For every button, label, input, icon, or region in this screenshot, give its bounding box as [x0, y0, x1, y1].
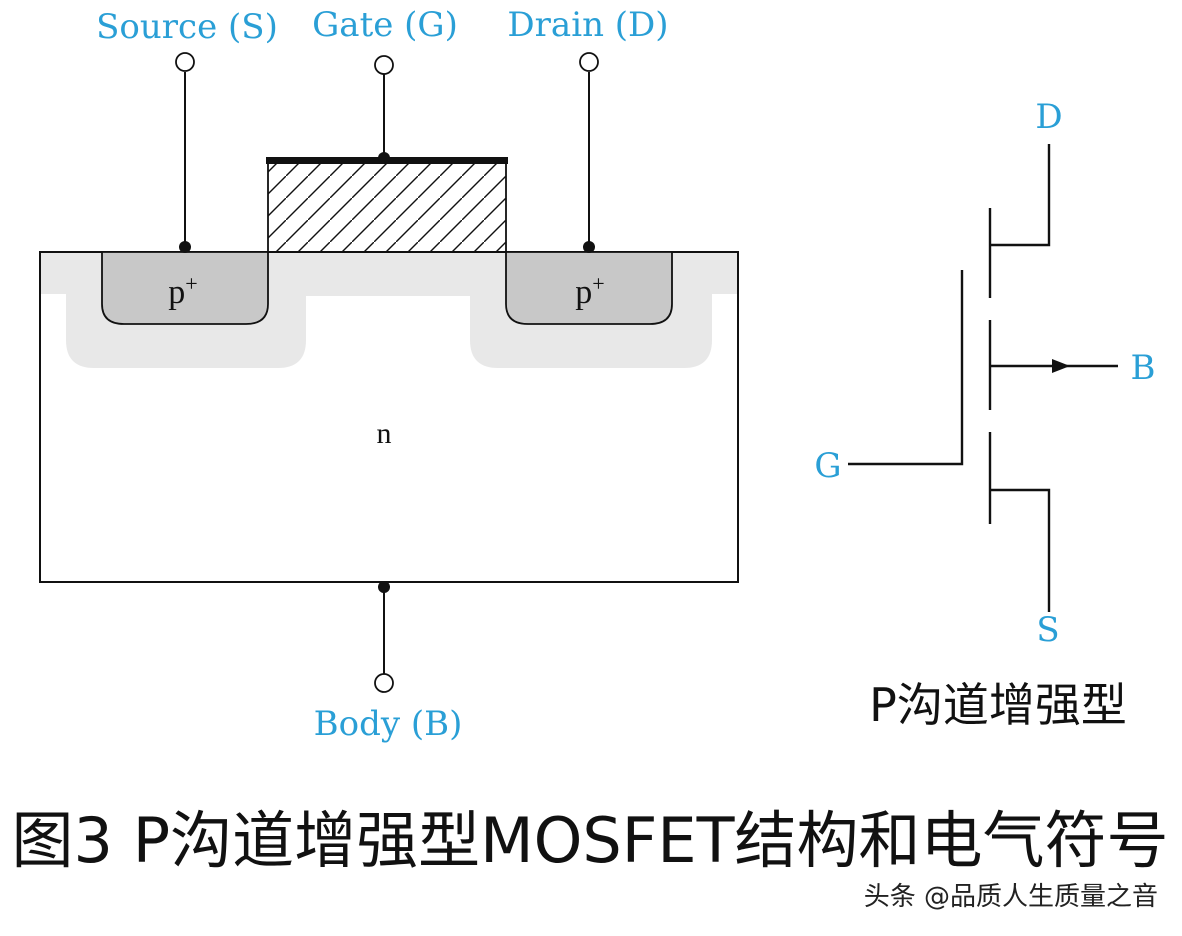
symbol-gate-label: G [814, 446, 841, 486]
source-region-label: p+ [168, 271, 197, 311]
source-label: Source (S) [96, 7, 278, 47]
source-contact-dot [179, 241, 191, 253]
p-plus-drain-region [505, 251, 673, 325]
symbol-gate-lead [848, 270, 964, 466]
drain-terminal [579, 52, 599, 72]
body-terminal [374, 673, 394, 693]
gate-contact-dot [378, 152, 390, 164]
symbol-body-arrow-icon [1052, 359, 1070, 373]
symbol-source-label: S [1036, 610, 1059, 650]
symbol-source-lead [990, 488, 1051, 612]
substrate-label: n [377, 417, 392, 450]
source-terminal [175, 52, 195, 72]
figure-caption: 图3 P沟道增强型MOSFET结构和电气符号 [12, 804, 1169, 877]
mosfet-cross-section: Source (S) Gate (G) Drain (D) Body (B) p… [39, 5, 739, 744]
symbol-body-label: B [1131, 348, 1156, 388]
pmos-symbol [848, 144, 1118, 612]
symbol-drain-lead [990, 144, 1051, 247]
drain-region-label: p+ [575, 271, 604, 311]
gate-oxide [267, 161, 507, 253]
p-plus-source-region [101, 251, 269, 325]
watermark: 头条 @品质人生质量之音 [864, 882, 1158, 912]
drain-contact-dot [583, 241, 595, 253]
body-label: Body (B) [314, 704, 463, 744]
gate-label: Gate (G) [312, 5, 458, 45]
symbol-drain-label: D [1035, 97, 1062, 137]
symbol-caption: P沟道增强型 [869, 678, 1127, 732]
gate-terminal [374, 55, 394, 75]
drain-label: Drain (D) [507, 5, 668, 45]
body-contact-dot [378, 581, 390, 593]
